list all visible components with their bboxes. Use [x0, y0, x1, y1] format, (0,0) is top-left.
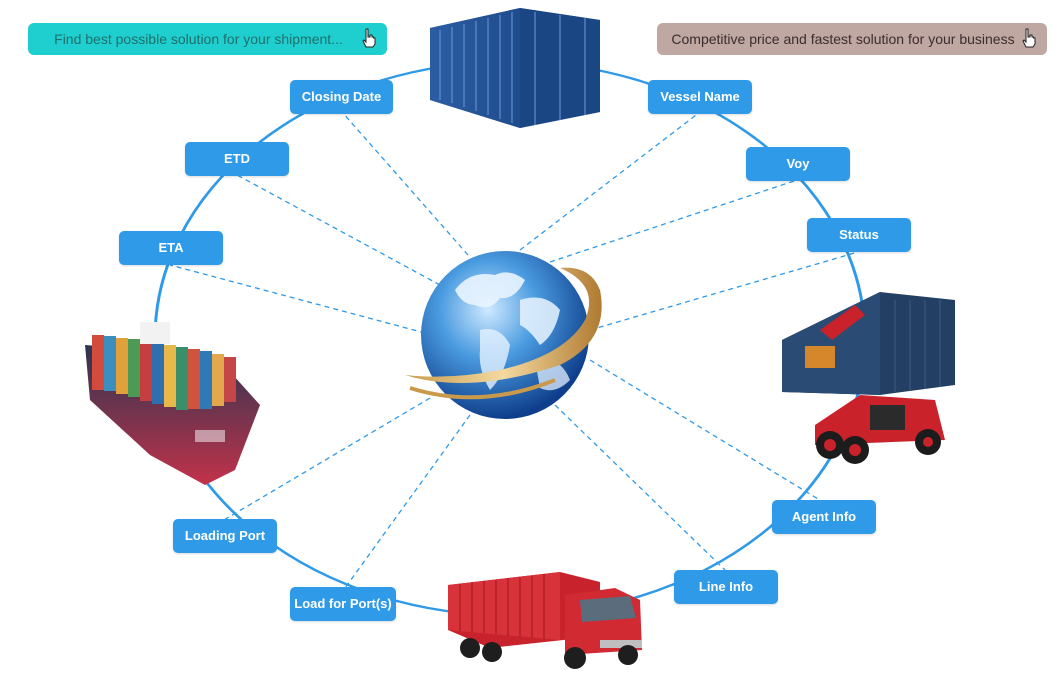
reach-stacker-image: [782, 292, 955, 464]
node-line-info[interactable]: Line Info: [674, 570, 778, 604]
node-agent-info[interactable]: Agent Info: [772, 500, 876, 534]
shipping-container-image: [430, 8, 600, 128]
node-etd[interactable]: ETD: [185, 142, 289, 176]
container-ship-image: [85, 322, 260, 485]
banner-best-solution[interactable]: Find best possible solution for your shi…: [28, 23, 387, 55]
banner-right-text: Competitive price and fastest solution f…: [671, 31, 1015, 47]
hand-cursor-icon: [1022, 28, 1036, 48]
node-status[interactable]: Status: [807, 218, 911, 252]
globe-icon: [405, 251, 602, 419]
banner-competitive-price[interactable]: Competitive price and fastest solution f…: [657, 23, 1047, 55]
node-voy[interactable]: Voy: [746, 147, 850, 181]
node-vessel-name[interactable]: Vessel Name: [648, 80, 752, 114]
connector-lines: [169, 111, 859, 589]
node-closing-date[interactable]: Closing Date: [290, 80, 393, 114]
banner-left-text: Find best possible solution for your shi…: [54, 31, 343, 47]
node-eta[interactable]: ETA: [119, 231, 223, 265]
node-loading-port[interactable]: Loading Port: [173, 519, 277, 553]
truck-image: [448, 572, 642, 669]
hand-cursor-icon: [362, 28, 376, 48]
node-load-for-ports[interactable]: Load for Port(s): [290, 587, 396, 621]
